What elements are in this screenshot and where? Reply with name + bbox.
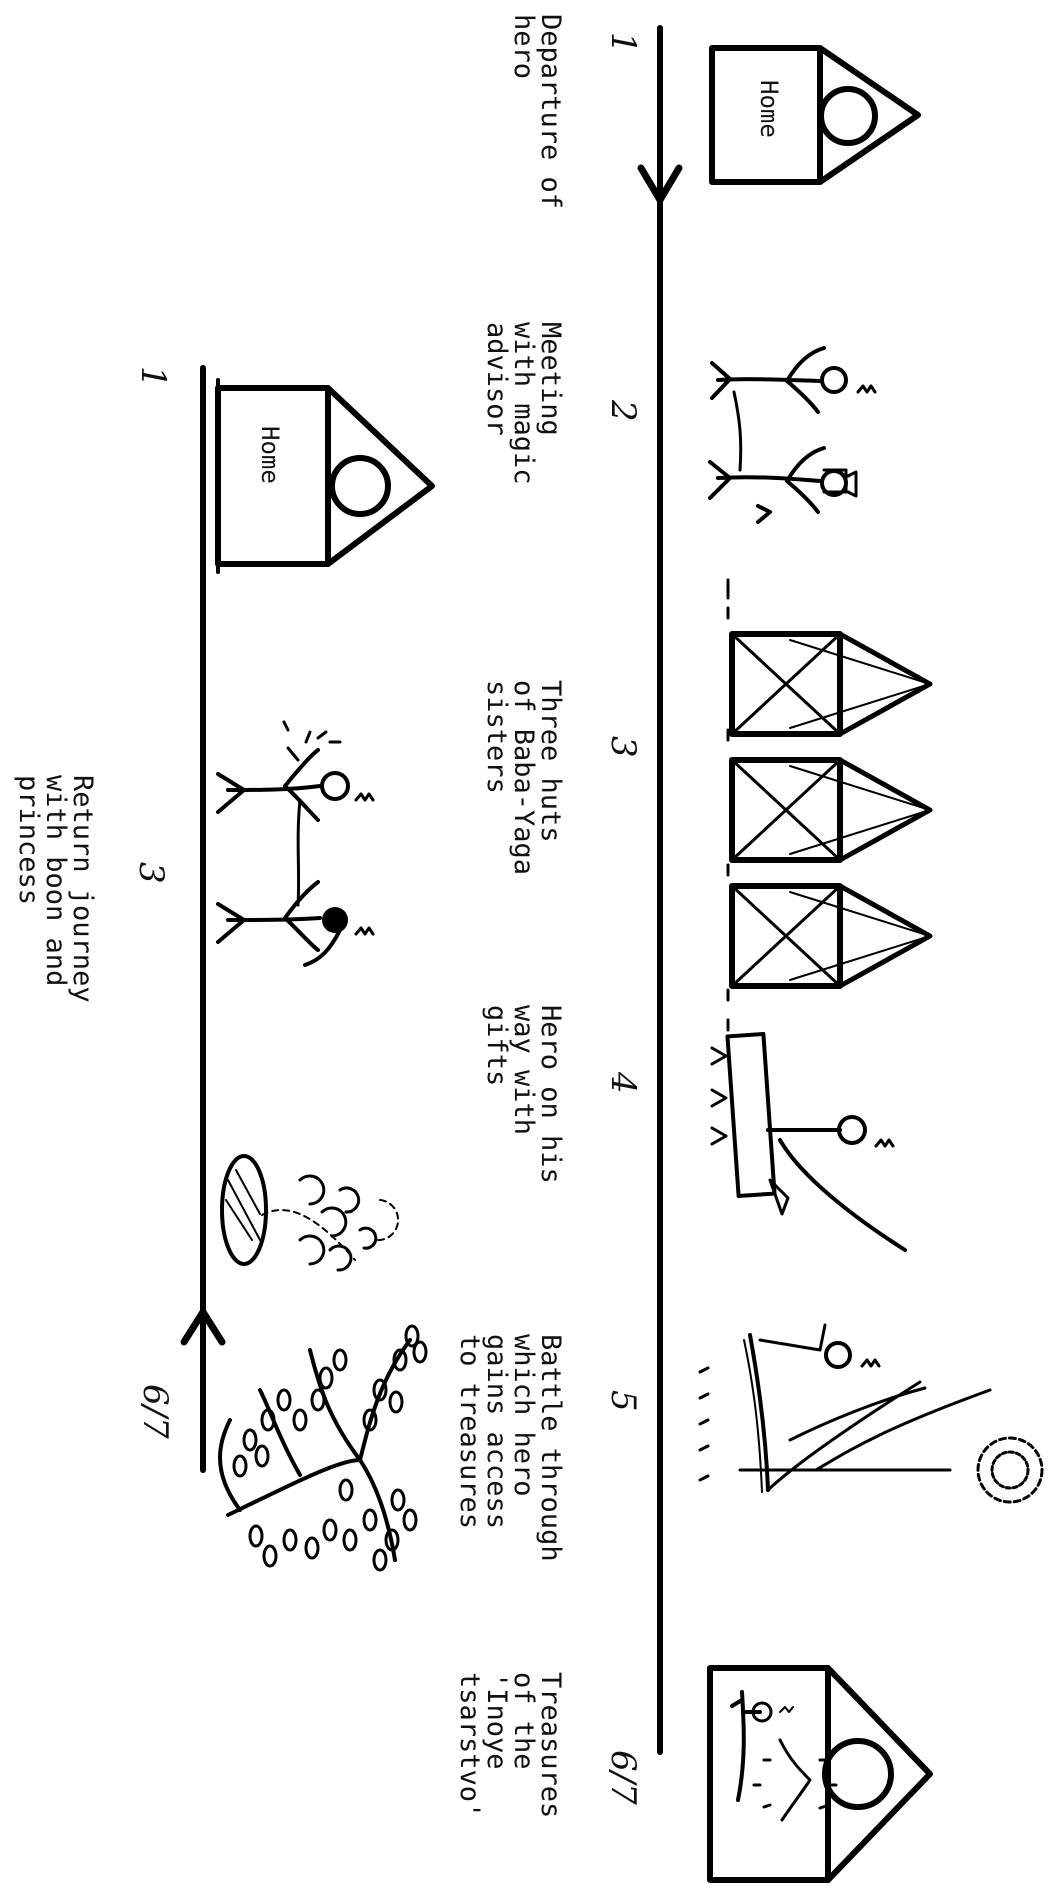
house-icon — [712, 48, 918, 182]
hero-and-advisor-figures-icon — [710, 348, 875, 522]
house-icon — [218, 380, 432, 572]
stage-number: 4 — [606, 1072, 640, 1094]
battle-tree-icon — [700, 1325, 1042, 1502]
stage-caption: Departure of hero — [510, 14, 564, 209]
upper-journey-line — [641, 28, 679, 1752]
treasure-house-icon — [710, 1668, 930, 1880]
house-label: Home — [757, 80, 781, 138]
house-label: Home — [258, 426, 282, 484]
stage-caption: Three huts of Baba-Yaga sisters — [483, 680, 564, 875]
garden-tree-icon — [220, 1326, 426, 1570]
stage-caption: Meeting with magic advisor — [483, 322, 564, 485]
stage-number: 1 — [606, 32, 640, 54]
stage-number: 3 — [606, 736, 640, 758]
stage-caption: Hero on his way with gifts — [483, 1005, 564, 1184]
magic-cloud-icon — [222, 1156, 398, 1270]
stage-number: 6/7 — [138, 1384, 172, 1439]
hero-on-carpet-icon — [712, 1034, 905, 1250]
hero-and-princess-figures-icon — [218, 722, 373, 965]
stage-number: 6/7 — [606, 1750, 640, 1805]
stage-number: 2 — [606, 400, 640, 422]
stage-number: 1 — [136, 366, 170, 388]
stage-caption: Return journey with boon and princess — [15, 775, 96, 1003]
stage-caption: Treasures of the 'Inoye tsarstvo' — [456, 1672, 564, 1818]
three-huts-icon — [728, 580, 930, 1030]
stage-caption: Battle through which hero gains access t… — [456, 1334, 564, 1562]
stage-number: 3 — [134, 862, 168, 884]
stage-number: 5 — [606, 1390, 640, 1412]
